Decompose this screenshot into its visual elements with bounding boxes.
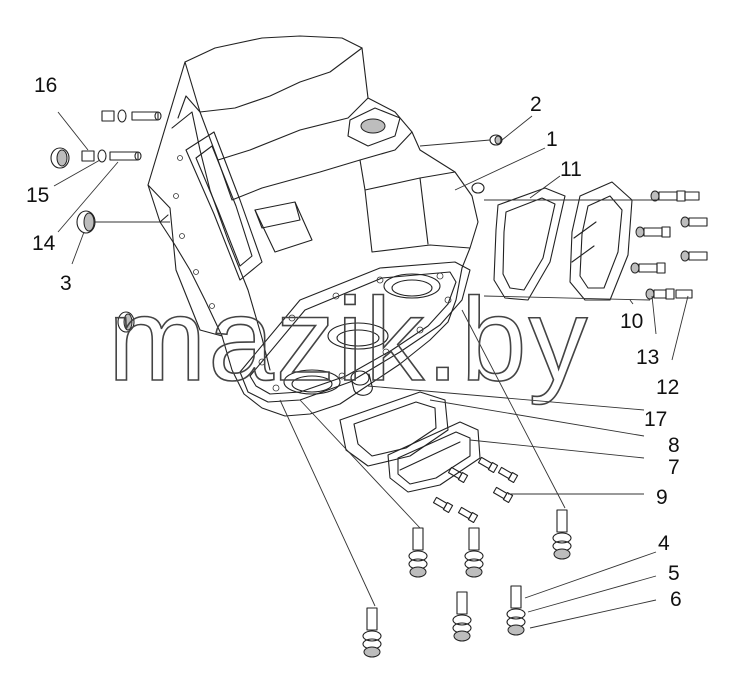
label-7: 7 <box>668 456 680 479</box>
label-9: 9 <box>656 486 668 509</box>
label-1: 1 <box>546 128 558 151</box>
watermark: mazik.by <box>108 274 590 406</box>
bushing-part-17 <box>350 370 373 396</box>
label-2: 2 <box>530 93 542 116</box>
label-6: 6 <box>670 588 682 611</box>
cover-plate-part-10 <box>569 181 633 301</box>
label-13: 13 <box>636 346 659 369</box>
leader-lines <box>53 111 689 629</box>
small-bolts-part-9 <box>432 456 519 524</box>
long-bolts-part-4 <box>362 509 572 658</box>
label-4: 4 <box>658 532 670 555</box>
label-12: 12 <box>656 376 679 399</box>
label-3: 3 <box>60 272 72 295</box>
label-17: 17 <box>644 408 667 431</box>
label-8: 8 <box>668 434 680 457</box>
cover-part-7 <box>387 421 481 493</box>
label-10: 10 <box>620 310 643 333</box>
label-11: 11 <box>560 158 582 181</box>
label-5: 5 <box>668 562 680 585</box>
label-14: 14 <box>32 232 56 255</box>
part-labels: 16 15 14 3 2 1 11 10 13 12 17 8 7 9 4 5 … <box>26 74 682 611</box>
housing-body <box>147 35 485 417</box>
right-bolts <box>630 190 708 300</box>
label-15: 15 <box>26 184 49 207</box>
label-16: 16 <box>34 74 57 97</box>
